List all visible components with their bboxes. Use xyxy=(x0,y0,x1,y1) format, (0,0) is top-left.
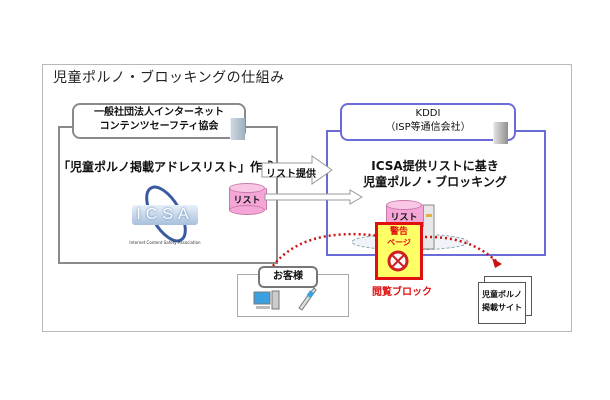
isp-name-line1: KDDI xyxy=(415,108,441,119)
block-label: 閲覧ブロック xyxy=(372,287,432,298)
isp-box xyxy=(326,130,546,256)
list-provide-arrow xyxy=(261,155,333,185)
icsa-name-line2: コンテンツセーフティ協会 xyxy=(99,121,219,132)
site-label-line1: 児童ポルノ xyxy=(482,290,522,299)
building-icon xyxy=(230,118,245,140)
desktop-pc-icon xyxy=(253,290,280,310)
isp-heading-line1: ICSA提供リストに基き xyxy=(371,159,499,173)
blocked-path xyxy=(424,235,498,263)
warning-page-label: ページ xyxy=(387,238,411,247)
isp-heading-line2: 児童ポルノ・ブロッキング xyxy=(363,175,507,189)
isp-name-tab: KDDI （ISP等通信会社） xyxy=(340,103,516,141)
isp-heading: ICSA提供リストに基き 児童ポルノ・ブロッキング xyxy=(330,158,540,190)
logo-subtitle: Internet Content Safety Association xyxy=(129,240,201,245)
no-entry-icon xyxy=(387,250,409,272)
isp-list-label: リスト xyxy=(390,213,418,223)
icsa-name-line1: 一般社団法人インターネット xyxy=(94,107,224,118)
site-page xyxy=(478,282,526,324)
site-label: 児童ポルノ 掲載サイト xyxy=(478,288,526,314)
diagram-title: 児童ポルノ・ブロッキングの仕組み xyxy=(53,70,285,86)
list-provide-label: リスト提供 xyxy=(266,169,316,180)
arrowhead-icon xyxy=(492,258,502,268)
site-label-line2: 掲載サイト xyxy=(482,303,522,312)
logo-text: ICSA xyxy=(132,205,198,225)
request-path xyxy=(268,232,381,271)
icsa-list-label: リスト xyxy=(233,196,261,206)
icsa-name-tab: 一般社団法人インターネット コンテンツセーフティ協会 xyxy=(72,103,246,139)
warning-page xyxy=(375,222,423,280)
icsa-logo: ICSA Internet Content Safety Association xyxy=(124,182,206,252)
list-transfer-arrow xyxy=(264,189,363,205)
isp-name-line2: （ISP等通信会社） xyxy=(385,122,471,133)
icsa-list-database-icon: リスト xyxy=(229,183,267,215)
warning-title: 警告 xyxy=(389,227,408,237)
mobile-phone-icon xyxy=(298,287,317,311)
customer-label: お客様 xyxy=(258,266,318,288)
building-icon xyxy=(493,122,508,144)
icsa-heading: 「児童ポルノ掲載アドレスリスト」作成 xyxy=(58,160,275,174)
